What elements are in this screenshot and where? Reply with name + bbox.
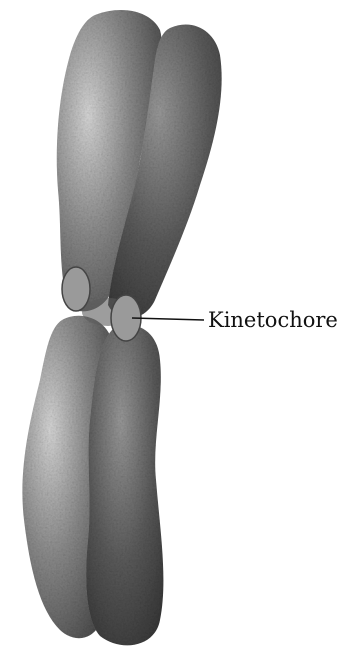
kinetochore-left [62, 267, 90, 311]
chromatid-right-lower-arm [86, 325, 163, 645]
kinetochore-leader-line [132, 318, 204, 320]
kinetochore-label: Kinetochore [208, 308, 338, 332]
